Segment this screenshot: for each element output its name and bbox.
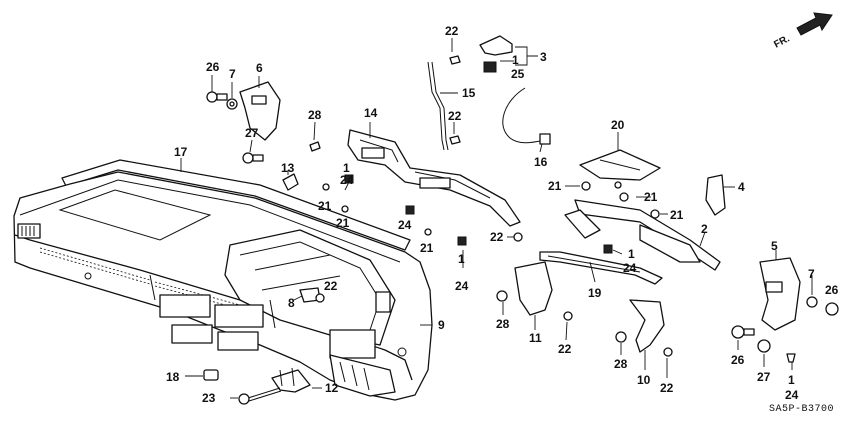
callout-28: 28 xyxy=(308,108,322,122)
front-direction-arrow: FR. xyxy=(772,12,833,51)
callout-17: 17 xyxy=(174,145,188,159)
callout-21: 21 xyxy=(420,241,434,255)
callout-6: 6 xyxy=(256,61,263,75)
callout-21: 21 xyxy=(644,190,658,204)
callout-20: 20 xyxy=(611,118,625,132)
callout-19: 19 xyxy=(588,286,602,300)
rod-15 xyxy=(427,61,449,151)
callout-24: 24 xyxy=(398,218,412,232)
diagram-code: SA5P-B3700 xyxy=(769,404,834,415)
bracket-4 xyxy=(705,174,726,216)
callout-22: 22 xyxy=(558,342,572,356)
plug-13 xyxy=(282,173,299,191)
callout-22: 22 xyxy=(660,381,674,395)
callout-25: 25 xyxy=(511,67,525,81)
callout-21: 21 xyxy=(336,216,350,230)
callout-7: 7 xyxy=(808,267,815,281)
callout-13: 13 xyxy=(281,161,295,175)
lower-beam-19 xyxy=(539,251,663,285)
callout-5: 5 xyxy=(771,239,778,253)
callout-26: 26 xyxy=(825,283,839,297)
callout-7: 7 xyxy=(229,67,236,81)
leader-lines xyxy=(180,38,813,399)
callout-1: 1 xyxy=(788,373,795,387)
bracket-2 xyxy=(564,199,721,271)
callout-11: 11 xyxy=(529,331,542,345)
callout-23: 23 xyxy=(202,391,216,405)
callout-numbers: 26 7 6 27 28 13 17 14 1 24 21 21 24 21 2… xyxy=(166,24,839,405)
callout-2: 2 xyxy=(701,222,708,236)
callout-22: 22 xyxy=(324,279,338,293)
callout-28: 28 xyxy=(496,317,510,331)
clip-18 xyxy=(203,369,219,381)
callout-1: 1 xyxy=(458,252,465,266)
direction-label: FR. xyxy=(772,33,792,50)
callout-18: 18 xyxy=(166,370,180,384)
bracket-11 xyxy=(514,261,553,316)
callout-26: 26 xyxy=(731,353,745,367)
callout-24: 24 xyxy=(623,261,637,275)
callout-22: 22 xyxy=(448,109,462,123)
bracket-6 xyxy=(239,81,281,141)
fasteners xyxy=(206,55,839,363)
callout-9: 9 xyxy=(438,318,445,332)
callout-8: 8 xyxy=(288,296,295,310)
callout-26: 26 xyxy=(206,60,220,74)
callout-22: 22 xyxy=(445,24,459,38)
callout-1: 1 xyxy=(628,247,635,261)
callout-12: 12 xyxy=(325,381,339,395)
cable-16 xyxy=(502,87,551,145)
bracket-3 xyxy=(479,35,513,73)
callout-3: 3 xyxy=(540,50,547,64)
callout-21: 21 xyxy=(670,208,684,222)
callout-21: 21 xyxy=(548,179,562,193)
callout-16: 16 xyxy=(534,155,548,169)
bolt-23 xyxy=(238,387,282,405)
callout-1: 1 xyxy=(343,161,350,175)
bracket-5 xyxy=(759,257,801,331)
bracket-10 xyxy=(629,299,665,353)
callout-27: 27 xyxy=(757,370,771,384)
callout-1: 1 xyxy=(512,53,519,67)
callout-24: 24 xyxy=(340,173,354,187)
callout-14: 14 xyxy=(364,106,378,120)
callout-22: 22 xyxy=(490,230,504,244)
callout-15: 15 xyxy=(462,86,476,100)
callout-27: 27 xyxy=(245,126,259,140)
bracket-20 xyxy=(579,149,661,181)
callout-21: 21 xyxy=(318,199,332,213)
callout-28: 28 xyxy=(614,357,628,371)
callout-4: 4 xyxy=(738,180,745,194)
dashboard-panel xyxy=(13,159,433,401)
callout-24: 24 xyxy=(785,388,799,402)
callout-10: 10 xyxy=(637,373,651,387)
dashboard-frame-14 xyxy=(347,129,521,227)
callout-24: 24 xyxy=(455,279,469,293)
